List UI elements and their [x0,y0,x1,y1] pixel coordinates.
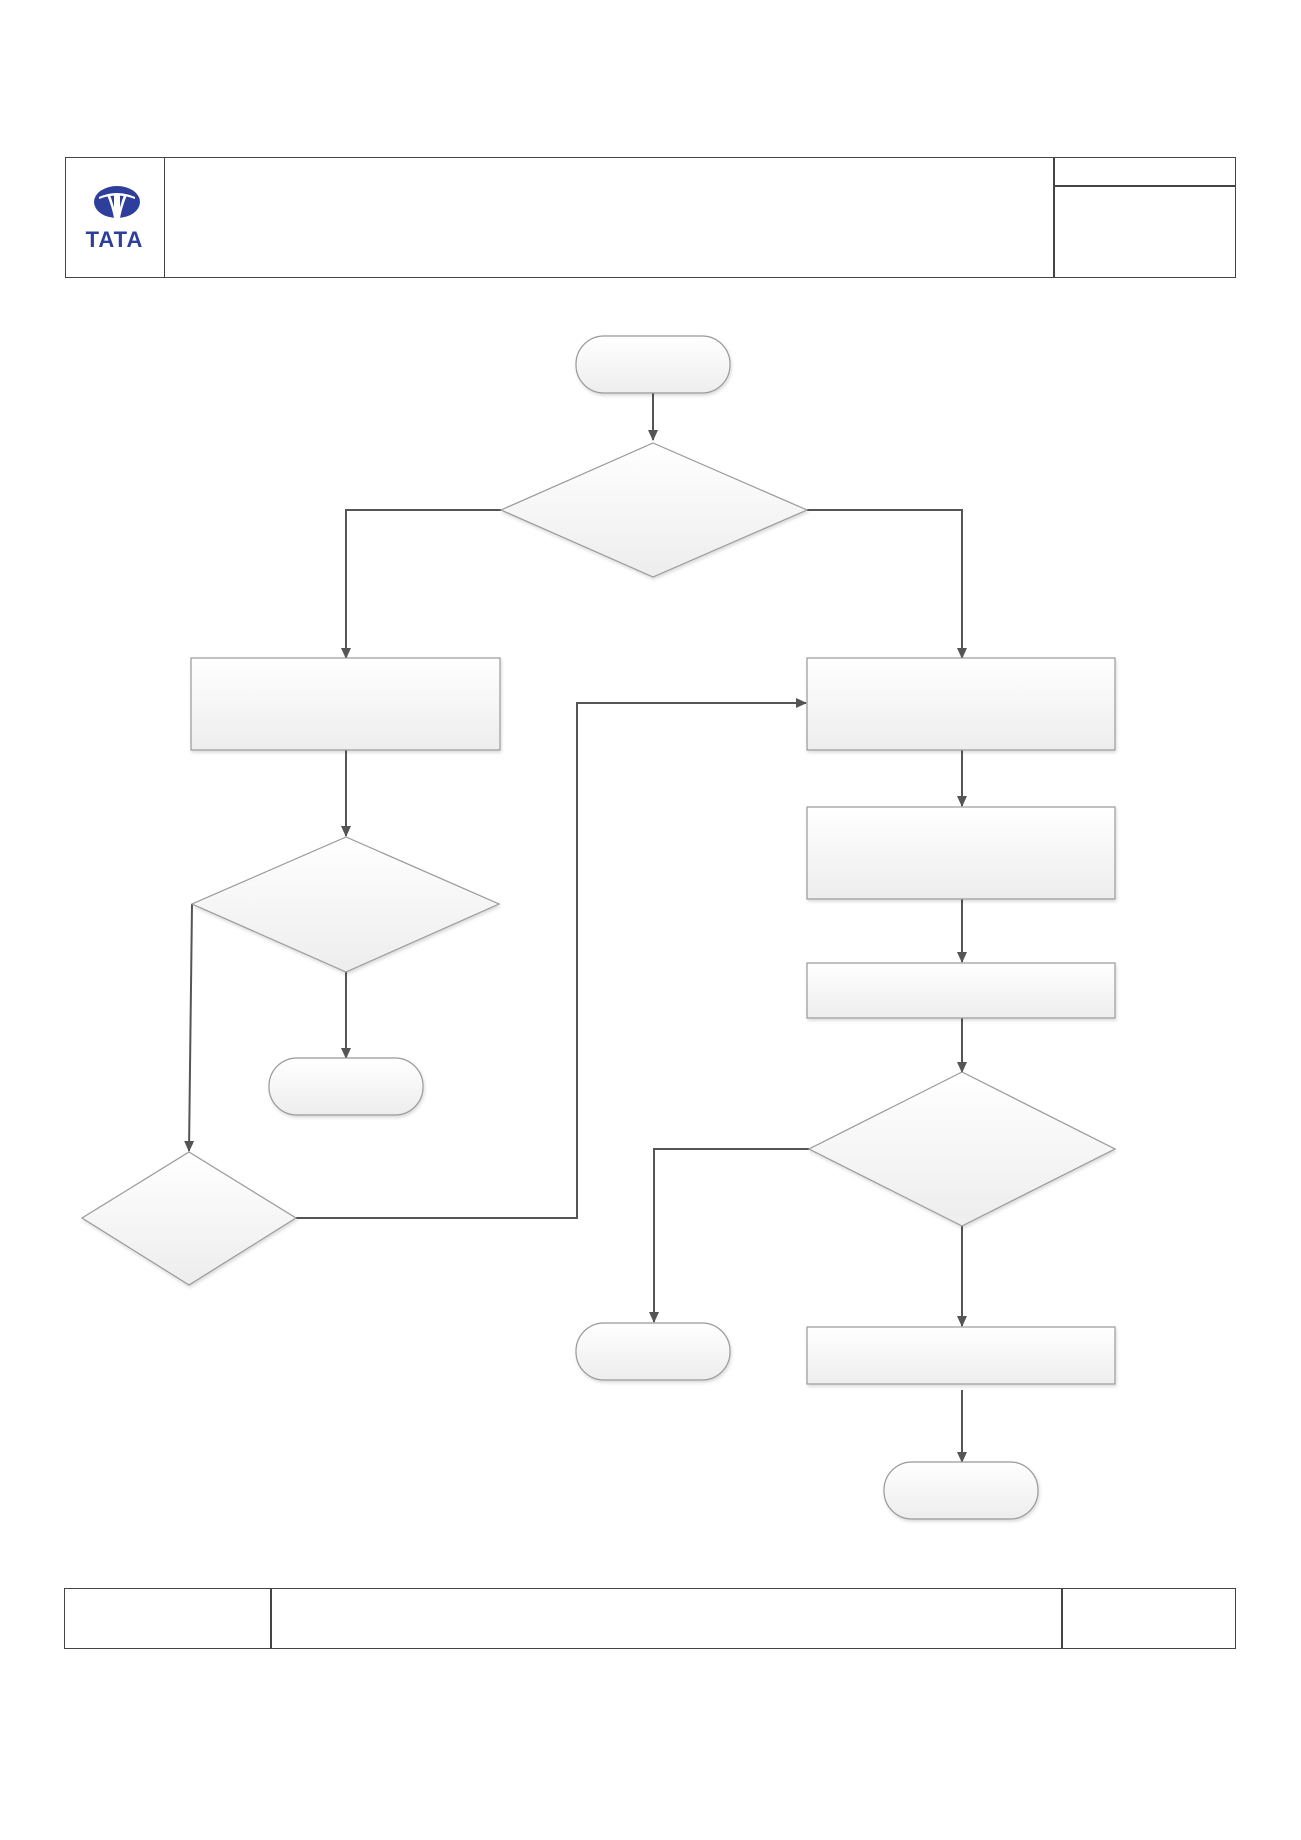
decision-left-3 [80,1151,298,1286]
end-terminator-mid [575,1322,731,1381]
process-right-3 [806,962,1116,1019]
header-frame [65,157,1236,278]
start-terminator [575,335,731,394]
connector-decision2-to-decision3 [184,903,195,1152]
tata-logo-text: TATA [85,227,144,252]
header-logo-cell: TATA [65,157,165,278]
tata-logo-icon [94,186,140,219]
connector-decisionR-left [649,1148,809,1323]
end-terminator-left [268,1057,424,1116]
footer-frame [64,1588,1236,1649]
footer-right-divider [1061,1588,1063,1649]
process-left-1 [190,657,501,751]
process-right-1 [806,657,1116,751]
end-terminator-right [883,1461,1039,1520]
connector-decision1-right [807,509,967,659]
process-right-4 [806,1326,1116,1385]
header-right-hline [1053,185,1236,187]
process-right-2 [806,806,1116,900]
connector-decision3-to-right1 [296,698,807,1219]
connector-decision1-left [341,509,501,659]
header-right-divider [1053,157,1055,278]
decision-right [807,1071,1117,1227]
decision-left-2 [190,836,501,973]
decision-1 [499,442,809,578]
footer-left-divider [270,1588,272,1649]
